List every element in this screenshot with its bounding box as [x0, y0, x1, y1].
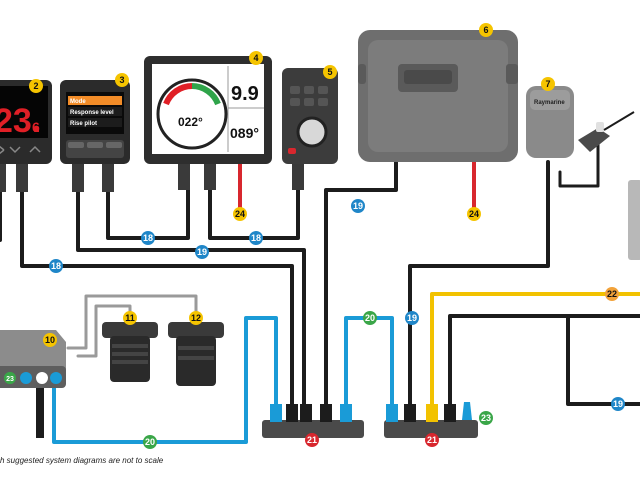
cable-right-loop	[448, 314, 640, 414]
backbone-block-left	[262, 404, 364, 438]
badge-18-b	[141, 231, 155, 245]
svg-text:7: 7	[545, 79, 550, 89]
svg-text:22: 22	[607, 289, 617, 299]
svg-text:23: 23	[481, 413, 491, 423]
badge-19-b	[351, 199, 365, 213]
compass-brand: Raymarine	[534, 100, 565, 106]
svg-text:10: 10	[45, 335, 55, 345]
keypad-controller	[282, 68, 338, 190]
svg-text:6: 6	[483, 25, 488, 35]
badge-23-a	[4, 372, 16, 384]
badge-3	[115, 73, 129, 87]
badge-2	[29, 79, 43, 93]
badge-20-a	[143, 435, 157, 449]
svg-text:19: 19	[197, 247, 207, 257]
right-device-edge	[628, 180, 640, 260]
svg-text:20: 20	[365, 313, 375, 323]
heading-dial	[156, 78, 228, 150]
transducer-12	[168, 322, 224, 386]
svg-text:24: 24	[235, 209, 245, 219]
badge-4	[249, 51, 263, 65]
network-hub	[0, 330, 66, 438]
badge-22	[605, 287, 619, 301]
fluxgate-compass: Raymarine	[526, 86, 574, 158]
badge-19-d	[611, 397, 625, 411]
cable-blue-mid	[344, 316, 394, 414]
cable-computer-spur	[324, 160, 398, 414]
heading-value: 022°	[178, 115, 203, 129]
badge-11	[123, 311, 137, 325]
badge-23-b	[479, 411, 493, 425]
svg-text:20: 20	[145, 437, 155, 447]
bearing-value: 089°	[230, 125, 259, 141]
svg-text:18: 18	[143, 233, 153, 243]
cables	[0, 138, 640, 444]
svg-text:4: 4	[253, 53, 258, 63]
pilot-menu-item-3: Rise pilot	[70, 121, 97, 127]
rotary-knob	[296, 116, 328, 148]
cable-yellow	[430, 292, 640, 414]
transducer-11	[102, 322, 158, 382]
multifunction-display: 022° 9.9 089°	[144, 56, 272, 190]
cable-rudder	[558, 138, 600, 188]
badge-18-a	[49, 259, 63, 273]
svg-text:3: 3	[119, 75, 124, 85]
badge-7	[541, 77, 555, 91]
svg-text:2: 2	[33, 81, 38, 91]
svg-text:18: 18	[251, 233, 261, 243]
cable-multi-b	[208, 188, 300, 240]
svg-text:21: 21	[307, 435, 317, 445]
pilot-menu-item-2: Response level	[70, 110, 114, 116]
badge-20-b	[363, 311, 377, 325]
badge-6	[479, 23, 493, 37]
chevron-up-icon	[29, 145, 41, 153]
badge-19-a	[195, 245, 209, 259]
cable-blue-left	[52, 316, 278, 444]
backbone-block-right	[384, 402, 478, 438]
speed-value: 9.9	[231, 83, 259, 105]
badge-19-c	[405, 311, 419, 325]
cable-pilot-b	[106, 186, 190, 240]
svg-text:19: 19	[613, 399, 623, 409]
pilot-menu-item-1: Mode	[70, 99, 86, 105]
cable-compass	[408, 160, 550, 414]
badge-12	[189, 311, 203, 325]
badge-18-c	[249, 231, 263, 245]
svg-text:18: 18	[51, 261, 61, 271]
svg-text:23: 23	[6, 376, 14, 383]
svg-text:5: 5	[327, 67, 332, 77]
cable-grey-transducer	[66, 294, 198, 358]
badge-21-a	[305, 433, 319, 447]
chevron-down-icon	[9, 146, 21, 154]
instrument-digits: 23.	[0, 102, 41, 140]
course-computer	[358, 30, 518, 162]
scale-footnote: h suggested system diagrams are not to s…	[0, 456, 164, 465]
svg-text:24: 24	[469, 209, 479, 219]
badge-24-b	[467, 207, 481, 221]
badge-21-b	[425, 433, 439, 447]
svg-text:19: 19	[407, 313, 417, 323]
instrument-display: 23. 6	[0, 80, 52, 192]
rudder-sensor	[578, 111, 635, 152]
cable-pilot-a	[76, 186, 306, 414]
badges: 2 3 4 5 6 7 10 11 12 24 24 18 18 19 18 1…	[4, 23, 625, 449]
badge-24-a	[233, 207, 247, 221]
pilot-controller: Mode Response level Rise pilot	[60, 80, 130, 192]
chevron-left-icon	[0, 145, 5, 155]
instrument-decimal: 6	[32, 119, 40, 135]
badge-5	[323, 65, 337, 79]
cable-instrument-to-backbone	[20, 186, 294, 414]
svg-text:11: 11	[125, 313, 135, 323]
svg-text:12: 12	[191, 313, 201, 323]
badge-10	[43, 333, 57, 347]
svg-text:21: 21	[427, 435, 437, 445]
svg-text:19: 19	[353, 201, 363, 211]
